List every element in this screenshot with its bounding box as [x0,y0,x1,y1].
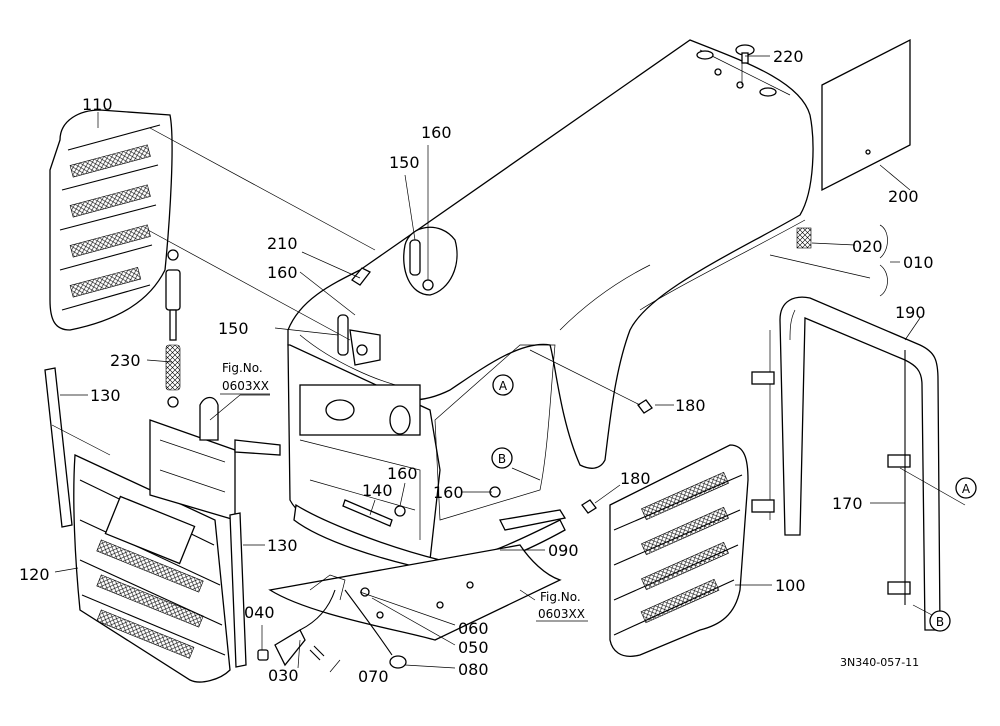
mounting-bracket [149,396,281,521]
grille-120 [73,454,231,683]
callout-a-upper: A [492,374,514,396]
label-160-side: 160 [433,483,464,502]
seal-strip-130-right [229,512,247,668]
label-160-mid: 160 [267,263,298,282]
frame-190 [751,296,941,631]
label-180-lower: 180 [620,469,651,488]
grille-100 [609,444,749,657]
strut-230 [165,249,181,408]
grille-110 [49,109,173,331]
label-160-front: 160 [387,464,418,483]
callout-b-lower-text: B [936,615,944,629]
fig-ref-upper-code: 0603XX [222,379,269,393]
panel-200 [821,38,911,192]
callout-a-right: A [955,477,977,499]
label-120: 120 [19,565,50,584]
label-220: 220 [773,47,804,66]
label-150-top: 150 [389,153,420,172]
latch-assembly [257,587,407,669]
label-020: 020 [852,237,883,256]
fig-ref-lower-title: Fig.No. [540,590,581,604]
label-080: 080 [458,660,489,679]
label-160-top: 160 [421,123,452,142]
label-070: 070 [358,667,389,686]
knob-220 [735,44,755,64]
fig-ref-lower-code: 0603XX [538,607,585,621]
callout-b-lower: B [929,610,951,632]
fig-ref-upper-title: Fig.No. [222,361,263,375]
label-190: 190 [895,303,926,322]
label-110: 110 [82,95,113,114]
callout-a-upper-text: A [499,379,508,393]
label-200: 200 [888,187,919,206]
callout-a-right-text: A [962,482,971,496]
label-180-upper: 180 [675,396,706,415]
side-opening [434,344,556,521]
label-130-top: 130 [90,386,121,405]
bolt-160-front [394,505,406,517]
label-050: 050 [458,638,489,657]
label-170: 170 [832,494,863,513]
hinge-lower [337,314,381,366]
label-130-bottom: 130 [267,536,298,555]
fig-ref-lower: Fig.No. 0603XX [536,590,588,622]
hood-body [287,39,814,469]
bottom-plate-090 [268,544,562,641]
label-230: 230 [110,351,141,370]
label-030: 030 [268,666,299,685]
rubber-strip [499,509,567,531]
label-060: 060 [458,619,489,638]
latch-210 [351,267,371,286]
label-140: 140 [362,481,393,500]
bolt-180-lower [581,499,597,514]
seal-strip-130-left [44,367,73,528]
label-040: 040 [244,603,275,622]
label-090: 090 [548,541,579,560]
label-210: 210 [267,234,298,253]
bolt-180-upper [637,399,653,414]
rod-140 [342,499,393,527]
label-100: 100 [775,576,806,595]
part-labels: 110 220 200 020 010 190 160 150 210 160 … [19,47,934,686]
label-150-mid: 150 [218,319,249,338]
decal-020 [796,227,812,249]
fig-ref-upper: Fig.No. 0603XX [220,361,270,395]
callout-b-upper: B [491,447,513,469]
label-010: 010 [903,253,934,272]
hinge-upper [409,239,434,291]
drawing-code: 3N340-057-11 [840,656,919,669]
callout-b-upper-text: B [498,452,506,466]
leader-lines [51,55,966,673]
